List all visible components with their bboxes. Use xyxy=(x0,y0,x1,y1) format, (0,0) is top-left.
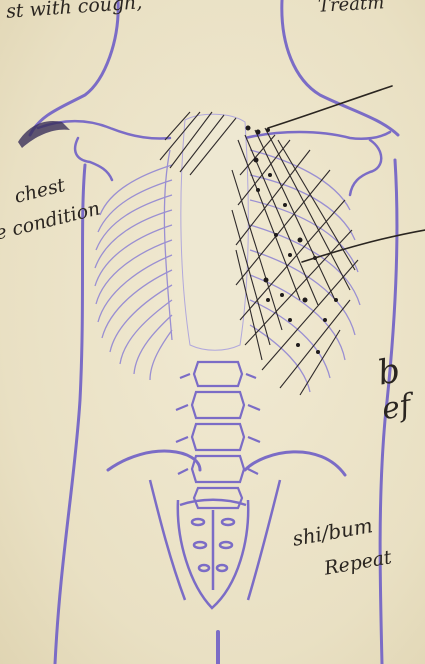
annotation-right-mid-2: ef xyxy=(379,388,413,427)
sacrum xyxy=(150,480,280,608)
ink-smudge xyxy=(18,121,70,148)
lumbar-spine xyxy=(176,362,260,508)
ribcage-left xyxy=(95,150,172,380)
